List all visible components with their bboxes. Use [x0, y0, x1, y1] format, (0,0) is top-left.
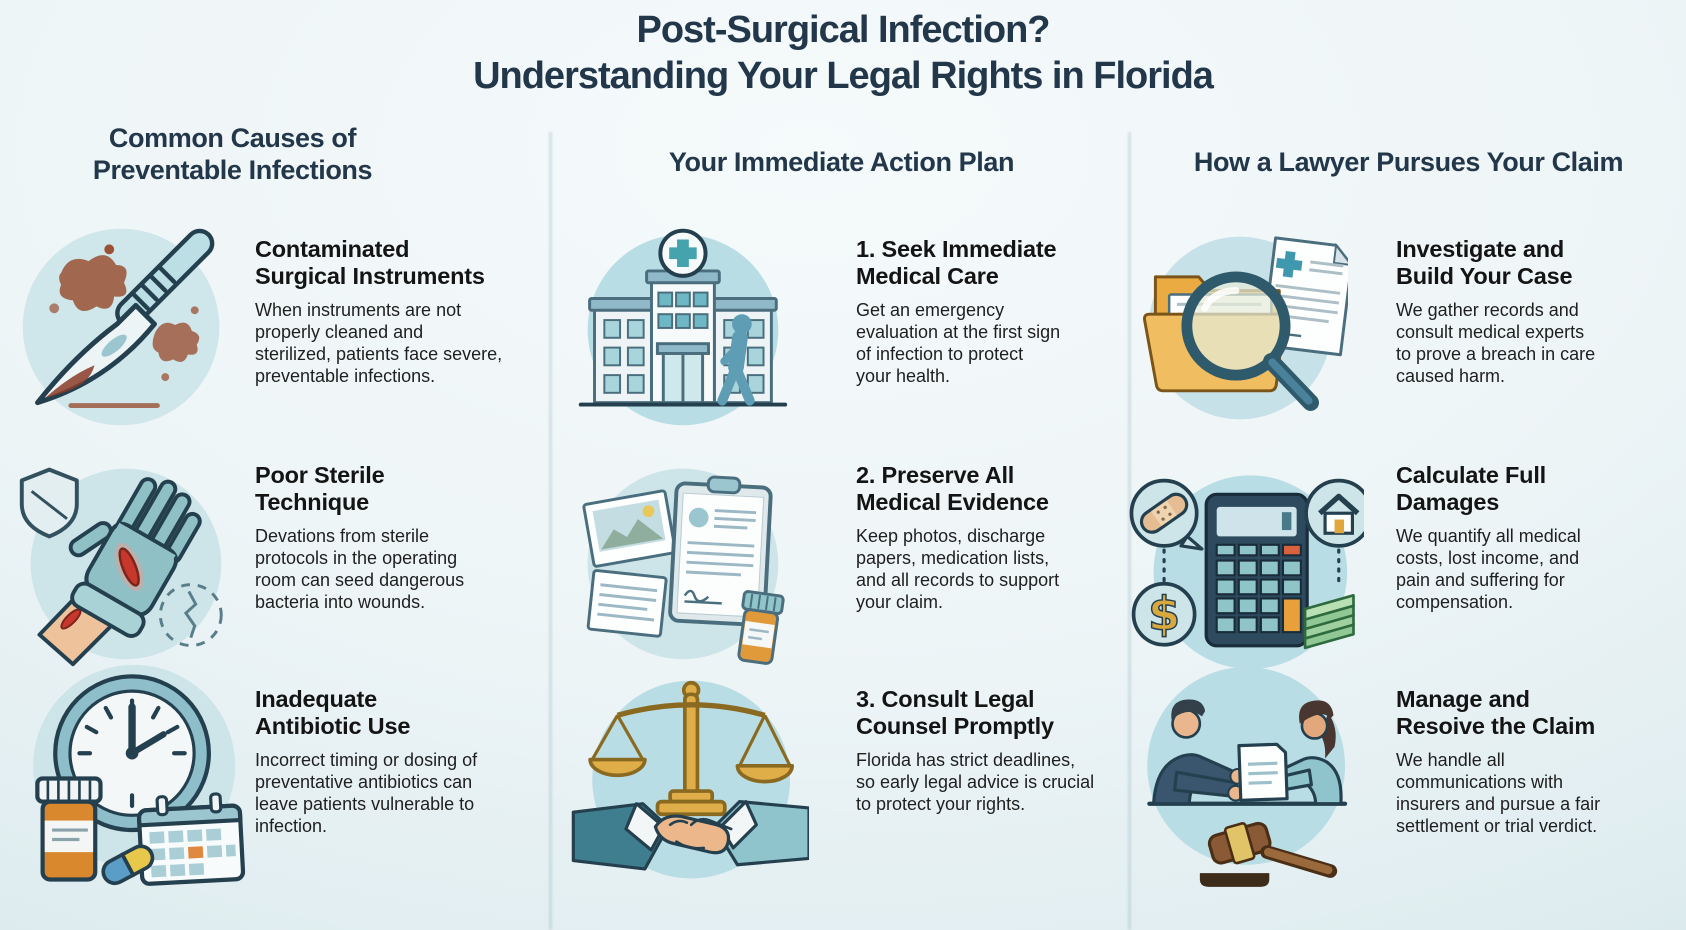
page-title-line2: Understanding Your Legal Rights in Flori…	[473, 55, 1214, 97]
item-title: Poor Sterile Technique	[255, 462, 385, 515]
column-header-action-plan: Your Immediate Action Plan	[668, 147, 1015, 177]
item-description: We quantify all medical costs, lost inco…	[1396, 526, 1581, 612]
item-inadequate-antibiotic-use: Inadequate Antibiotic Use Incorrect timi…	[255, 686, 547, 837]
item-title: 1. Seek Immediate Medical Care	[856, 236, 1057, 289]
item-description: Keep photos, discharge papers, medicatio…	[856, 526, 1060, 612]
column-divider	[549, 132, 552, 930]
item-description: Florida has strict deadlines, so early l…	[856, 750, 1095, 814]
item-description: Incorrect timing or dosing of preventati…	[255, 750, 478, 836]
item-description: Get an emergency evaluation at the first…	[856, 300, 1061, 386]
surgical-glove-wound-icon	[10, 448, 236, 674]
page-title-line1: Post-Surgical Infection?	[636, 9, 1050, 51]
settlement-gavel-icon	[1122, 648, 1364, 890]
item-poor-sterile-technique: Poor Sterile Technique Devations from st…	[255, 462, 547, 613]
item-manage-resolve-claim: Manage and Resoive the Claim We handle a…	[1396, 686, 1686, 837]
column-divider	[1128, 132, 1131, 930]
item-title: 2. Preserve All Medical Evidence	[856, 462, 1049, 515]
column-header-causes: Common Causes of Preventable Infections	[92, 123, 373, 185]
item-investigate-build-case: Investigate and Build Your Case We gathe…	[1396, 236, 1686, 387]
svg-text:$: $	[1148, 587, 1180, 641]
item-title: Calculate Full Damages	[1396, 462, 1546, 515]
hospital-icon	[567, 212, 793, 438]
scales-handshake-icon	[567, 648, 809, 890]
damages-calculator-icon: $	[1122, 448, 1364, 690]
clock-antibiotics-calendar-icon	[10, 648, 252, 890]
column-header-lawyer-claim: How a Lawyer Pursues Your Claim	[1193, 147, 1624, 177]
item-description: Devations from sterile protocols in the …	[255, 526, 465, 612]
item-description: We handle all communications with insure…	[1396, 750, 1601, 836]
page-title: Post-Surgical Infection? Understanding Y…	[0, 8, 1686, 100]
item-calculate-full-damages: Calculate Full Damages We quantify all m…	[1396, 462, 1686, 613]
item-seek-medical-care: 1. Seek Immediate Medical Care Get an em…	[856, 236, 1148, 387]
item-description: We gather records and consult medical ex…	[1396, 300, 1596, 386]
item-title: 3. Consult Legal Counsel Promptly	[856, 686, 1054, 739]
item-contaminated-instruments: Contaminated Surgical Instruments When i…	[255, 236, 547, 387]
item-consult-legal-counsel: 3. Consult Legal Counsel Promptly Florid…	[856, 686, 1148, 815]
item-preserve-medical-evidence: 2. Preserve All Medical Evidence Keep ph…	[856, 462, 1148, 613]
bloody-scalpel-icon	[10, 212, 236, 438]
case-file-magnifier-icon	[1122, 212, 1348, 438]
medical-records-icon	[567, 448, 793, 674]
item-title: Contaminated Surgical Instruments	[255, 236, 485, 289]
item-title: Investigate and Build Your Case	[1396, 236, 1573, 289]
item-title: Manage and Resoive the Claim	[1396, 686, 1596, 739]
item-description: When instruments are not properly cleane…	[255, 300, 503, 386]
item-title: Inadequate Antibiotic Use	[255, 686, 411, 739]
